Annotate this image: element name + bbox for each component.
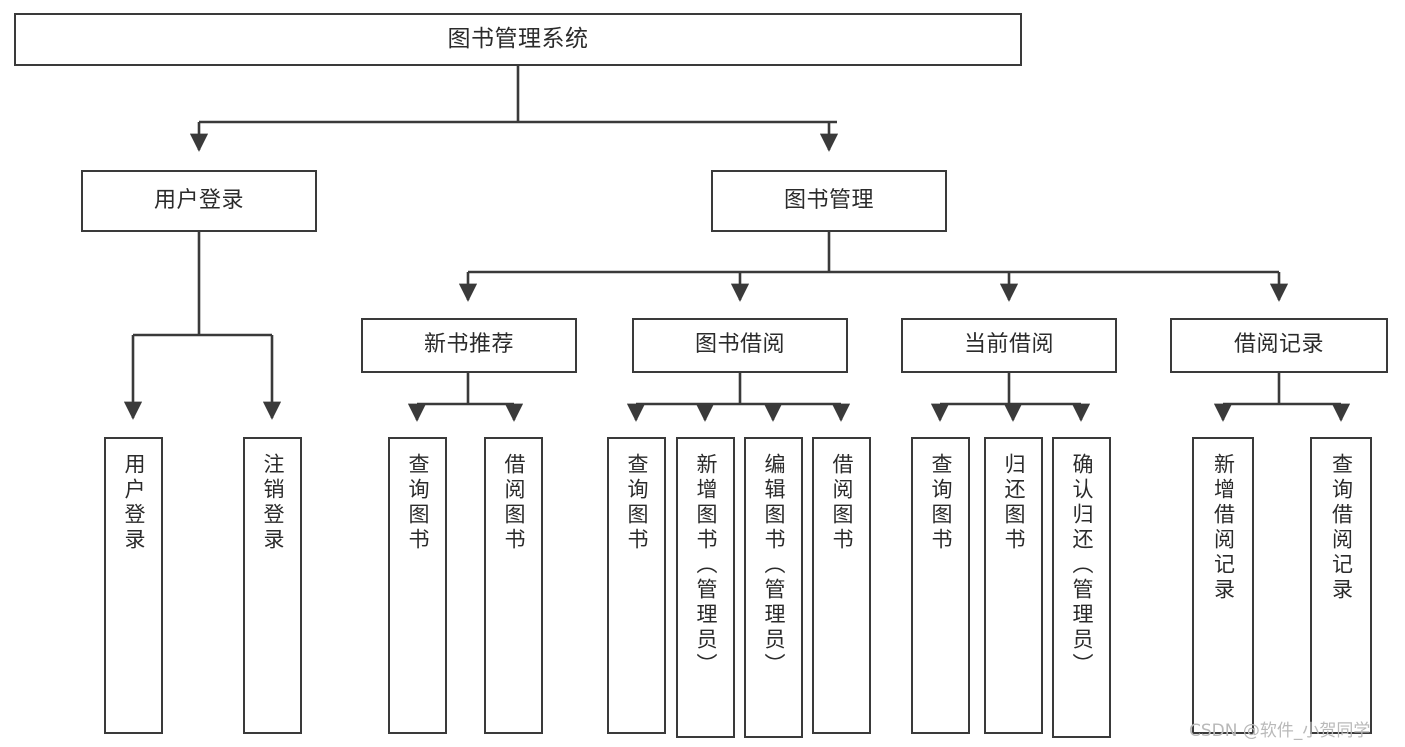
node-leaf-edit-book[interactable]: 编辑图书（管理员） [744,437,803,738]
node-leaf-add-record[interactable]: 新增借阅记录 [1192,437,1254,734]
node-leaf-edit-book-label: 编辑图书（管理员） [762,453,786,678]
node-leaf-query-book-2[interactable]: 查询图书 [607,437,666,734]
node-root-label: 图书管理系统 [447,25,589,52]
node-leaf-logout[interactable]: 注销登录 [243,437,302,734]
node-user-login[interactable]: 用户登录 [81,170,317,232]
node-leaf-add-record-label: 新增借阅记录 [1211,453,1236,603]
node-leaf-user-login[interactable]: 用户登录 [104,437,163,734]
node-borrow-record-label: 借阅记录 [1233,332,1324,358]
node-current-borrow[interactable]: 当前借阅 [901,318,1117,373]
node-leaf-query-book-3[interactable]: 查询图书 [911,437,970,734]
node-leaf-confirm-return-label: 确认归还（管理员） [1070,453,1094,678]
node-leaf-confirm-return[interactable]: 确认归还（管理员） [1052,437,1111,738]
node-book-borrow[interactable]: 图书借阅 [632,318,848,373]
node-leaf-add-book-label: 新增图书（管理员） [694,453,718,678]
node-leaf-borrow-book-1[interactable]: 借阅图书 [484,437,543,734]
node-book-manage[interactable]: 图书管理 [711,170,947,232]
node-leaf-borrow-book-2[interactable]: 借阅图书 [812,437,871,734]
node-user-login-label: 用户登录 [153,187,244,213]
node-borrow-record[interactable]: 借阅记录 [1170,318,1388,373]
node-leaf-query-book-3-label: 查询图书 [929,453,953,553]
node-book-manage-label: 图书管理 [783,187,874,213]
node-root[interactable]: 图书管理系统 [14,13,1022,66]
node-leaf-return-book-label: 归还图书 [1002,453,1026,553]
node-new-book-rec-label: 新书推荐 [423,332,514,358]
csdn-watermark: CSDN @软件_小贺同学 [1189,721,1371,741]
node-leaf-query-book-2-label: 查询图书 [625,453,649,553]
node-new-book-rec[interactable]: 新书推荐 [361,318,577,373]
node-leaf-query-record-label: 查询借阅记录 [1329,453,1354,603]
node-leaf-query-record[interactable]: 查询借阅记录 [1310,437,1372,734]
node-current-borrow-label: 当前借阅 [963,332,1054,358]
node-leaf-user-login-label: 用户登录 [122,453,146,553]
node-leaf-borrow-book-1-label: 借阅图书 [502,453,526,553]
node-book-borrow-label: 图书借阅 [694,332,785,358]
node-leaf-query-book-1-label: 查询图书 [406,453,430,553]
node-leaf-add-book[interactable]: 新增图书（管理员） [676,437,735,738]
node-leaf-return-book[interactable]: 归还图书 [984,437,1043,734]
node-leaf-logout-label: 注销登录 [261,453,285,553]
node-leaf-query-book-1[interactable]: 查询图书 [388,437,447,734]
node-leaf-borrow-book-2-label: 借阅图书 [830,453,854,553]
